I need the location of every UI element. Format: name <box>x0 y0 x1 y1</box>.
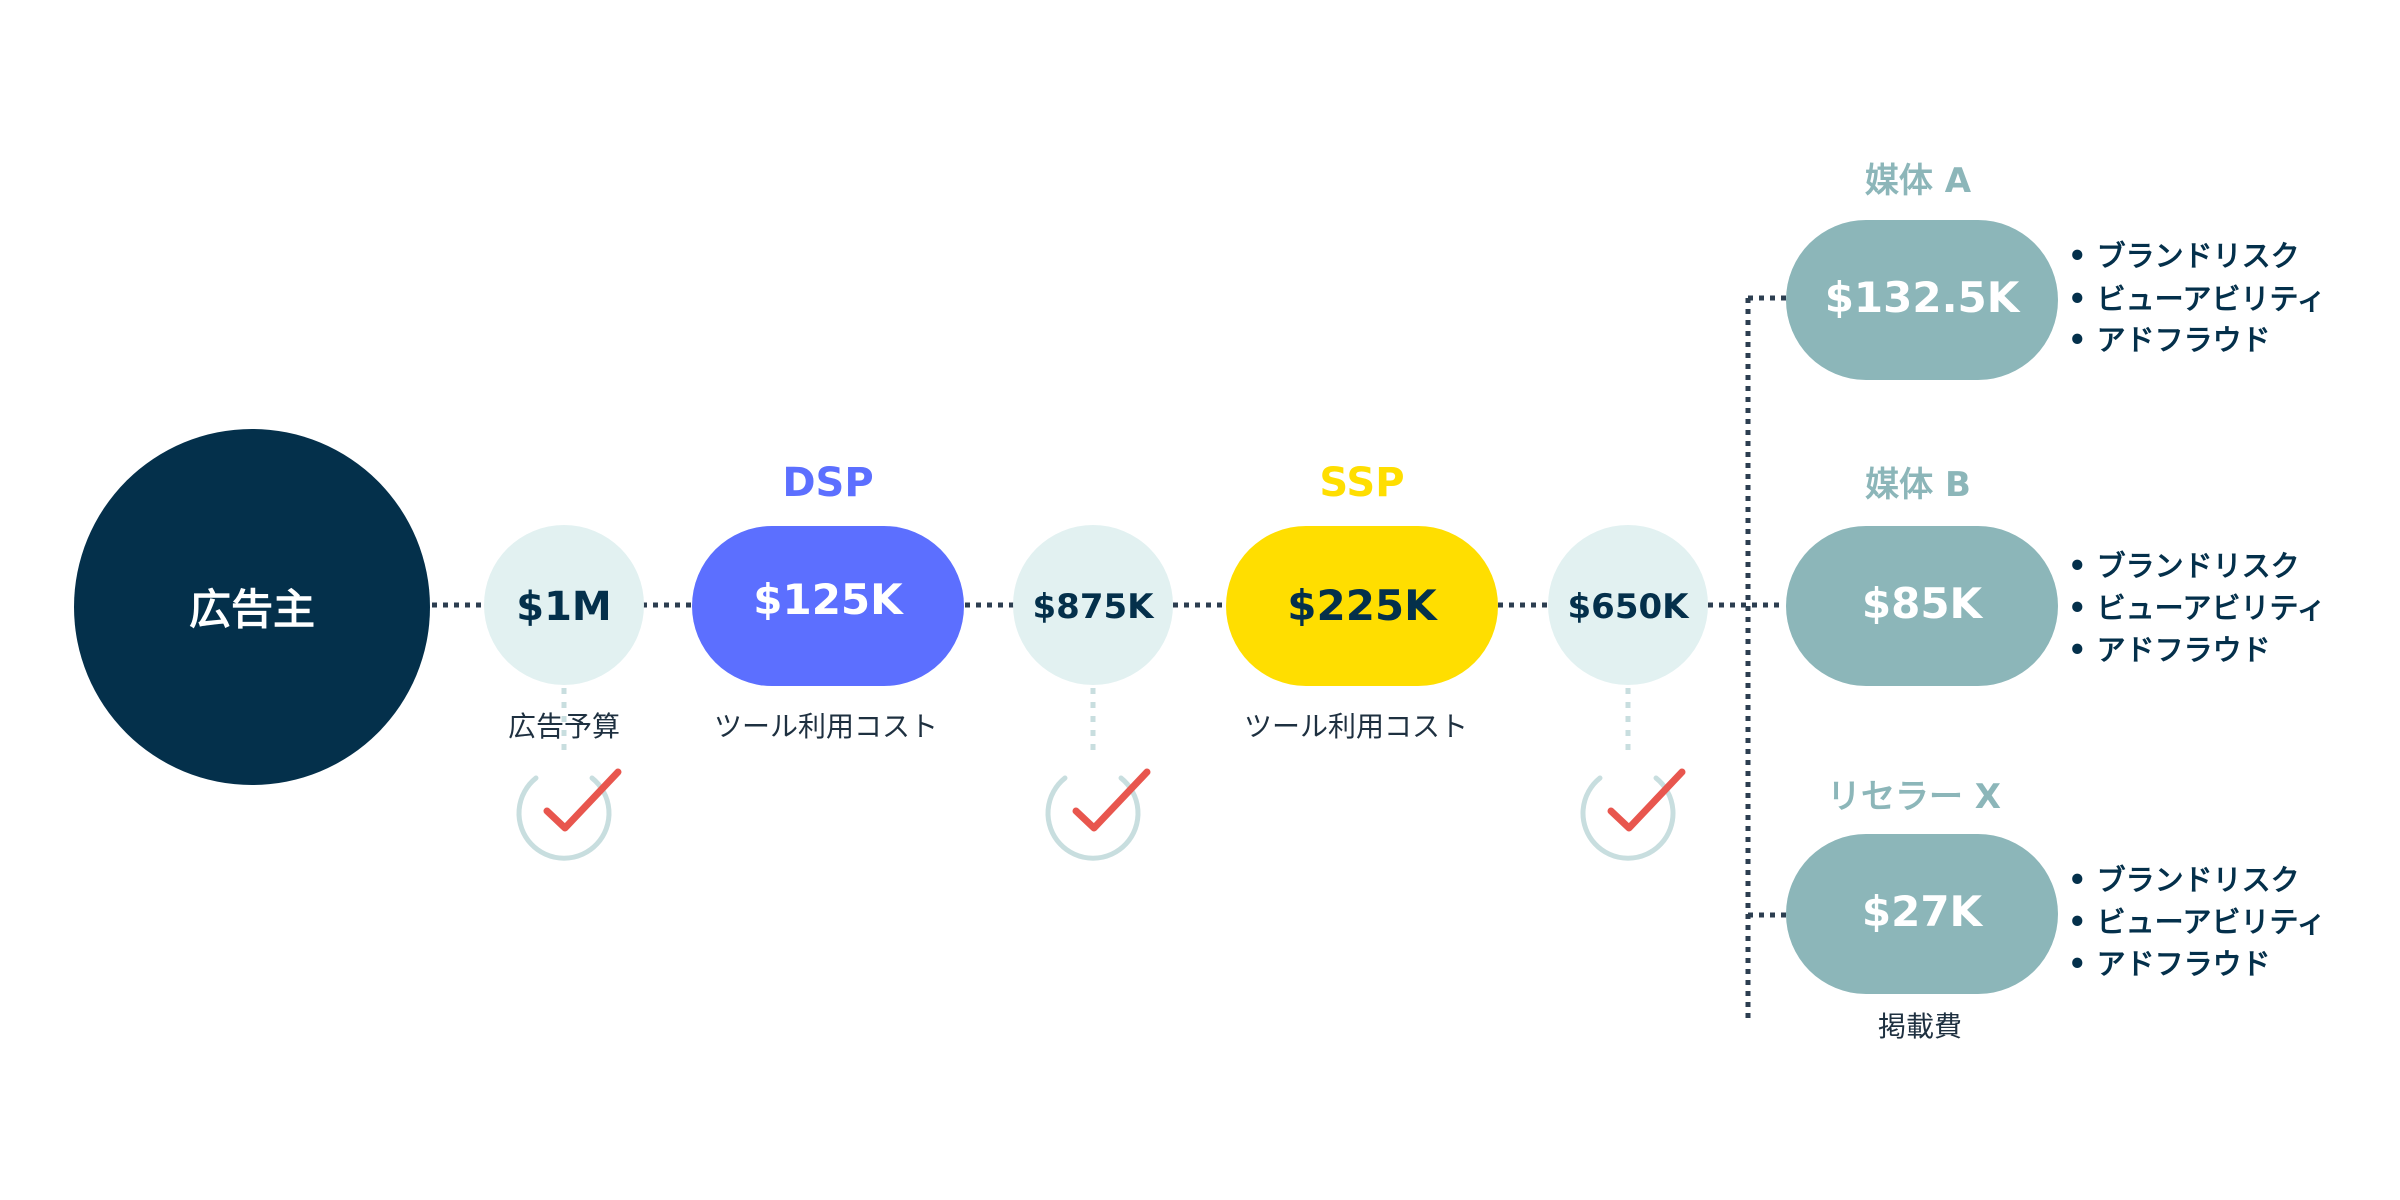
ssp-title: SSP <box>1319 460 1404 506</box>
publisher-caption: 掲載費 <box>1878 1010 1962 1043</box>
publisher-a-risk-2: • ビューアビリティ <box>2068 282 2326 316</box>
publisher-a-name: 媒体 A <box>1865 161 1972 201</box>
check-icon <box>516 768 622 861</box>
checkpoint-stems <box>561 688 1631 752</box>
after-dsp-amount: $875K <box>1033 587 1156 627</box>
publisher-a-risk-1: • ブランドリスク <box>2068 239 2300 273</box>
after-ssp-amount: $650K <box>1568 587 1691 627</box>
dsp-title: DSP <box>782 460 873 506</box>
publisher-b-risk-3: • アドフラウド <box>2068 633 2271 667</box>
publisher-a-amount: $132.5K <box>1825 273 2021 322</box>
budget-amount: $1M <box>516 584 611 630</box>
reseller-x-amount: $27K <box>1862 887 1984 936</box>
ssp-amount: $225K <box>1287 581 1438 630</box>
check-icon <box>1045 768 1151 861</box>
budget-caption: 広告予算 <box>508 710 620 743</box>
publisher-a-node: 媒体 A $132.5K • ブランドリスク • ビューアビリティ • アドフラ… <box>1786 161 2326 380</box>
dsp-amount: $125K <box>753 575 904 624</box>
reseller-x-node: リセラー X $27K • ブランドリスク • ビューアビリティ • アドフラウ… <box>1786 777 2326 1043</box>
check-icon <box>1580 768 1686 861</box>
after-ssp-node: $650K <box>1548 525 1708 685</box>
publisher-b-risk-2: • ビューアビリティ <box>2068 591 2326 625</box>
reseller-x-risk-1: • ブランドリスク <box>2068 863 2300 897</box>
after-dsp-node: $875K <box>1013 525 1173 685</box>
reseller-x-risk-2: • ビューアビリティ <box>2068 905 2326 939</box>
advertiser-label: 広告主 <box>189 585 315 634</box>
connectors <box>432 295 1788 1020</box>
publisher-b-node: 媒体 B $85K • ブランドリスク • ビューアビリティ • アドフラウド <box>1786 465 2326 686</box>
publisher-b-risk-1: • ブランドリスク <box>2068 549 2300 583</box>
reseller-x-risk-3: • アドフラウド <box>2068 947 2271 981</box>
ssp-node: SSP $225K ツール利用コスト <box>1226 460 1498 743</box>
reseller-x-name: リセラー X <box>1827 777 2001 817</box>
ssp-caption: ツール利用コスト <box>1244 710 1468 743</box>
dsp-caption: ツール利用コスト <box>714 710 938 743</box>
dsp-node: DSP $125K ツール利用コスト <box>692 460 964 743</box>
publisher-a-risk-3: • アドフラウド <box>2068 323 2271 357</box>
publisher-b-name: 媒体 B <box>1865 465 1971 505</box>
budget-node: $1M 広告予算 <box>484 525 644 743</box>
advertiser-node: 広告主 <box>74 429 430 785</box>
publisher-b-amount: $85K <box>1862 579 1984 628</box>
